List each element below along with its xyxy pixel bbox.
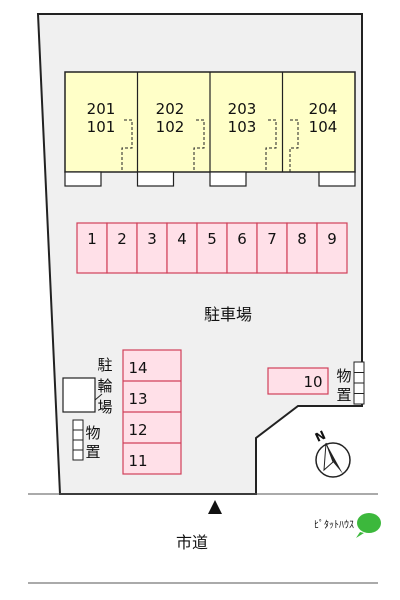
bicycle-space-label: 12	[128, 421, 147, 439]
compass-needle-icon	[326, 443, 343, 474]
bicycle-space-label: 13	[128, 390, 147, 408]
unit-201-label: 201	[87, 100, 116, 118]
parking-space	[166, 222, 198, 274]
building: 201 101 202 102 203 103 204 104	[64, 71, 356, 187]
bicycle-space-label: 14	[128, 359, 147, 377]
storage-label: 置	[336, 386, 351, 404]
waste-station	[62, 377, 96, 413]
unit-104-label: 104	[309, 118, 338, 136]
storage-label: 物	[336, 367, 351, 385]
parking-space	[196, 222, 228, 274]
parking-space	[286, 222, 318, 274]
entrance-arrow-icon	[208, 500, 222, 514]
bicycle-parking: 14 13 12 11	[122, 349, 182, 475]
bicycle-area-label: 場	[97, 398, 112, 416]
parking-space-label: 3	[147, 230, 157, 248]
parking-space	[106, 222, 138, 274]
bicycle-area-label: 駐	[97, 356, 112, 374]
unit-203-label: 203	[228, 100, 257, 118]
parking-lot-label: 駐車場	[204, 305, 252, 324]
storage-label: 物	[85, 424, 100, 442]
parking-space-label: 1	[87, 230, 97, 248]
storage-left: 物 置	[72, 419, 101, 461]
parking-space-label: 9	[327, 230, 337, 248]
brand-label: ﾋﾟﾀｯﾄﾊｳｽ	[314, 519, 354, 531]
bicycle-space-label: 11	[128, 452, 147, 470]
unit-entrance	[209, 171, 247, 187]
parking-space	[256, 222, 288, 274]
parking-space-label: 8	[297, 230, 307, 248]
parking-space-label: 4	[177, 230, 187, 248]
parking-space-10	[267, 367, 329, 395]
unit-204-label: 204	[309, 100, 338, 118]
unit-202-label: 202	[156, 100, 185, 118]
bicycle-area-label: 輪	[97, 377, 112, 395]
unit-103-label: 103	[228, 118, 257, 136]
unit-101-label: 101	[87, 118, 116, 136]
parking-space-label: 5	[207, 230, 217, 248]
parking-space-label: 2	[117, 230, 127, 248]
unit-102-label: 102	[156, 118, 185, 136]
parking-space-label: 6	[237, 230, 247, 248]
parking-space-label: 7	[267, 230, 277, 248]
storage-label: 置	[85, 443, 100, 461]
compass: N	[313, 428, 351, 478]
parking-space	[136, 222, 168, 274]
parking-space	[226, 222, 258, 274]
storage-right: 物 置	[336, 361, 365, 405]
parking-row: 1 2 3 4 5 6 7 8 9	[76, 222, 348, 274]
brand-logo-icon	[357, 513, 381, 533]
unit-entrance	[64, 171, 102, 187]
unit-entrance	[136, 171, 175, 187]
parking-space-10-label: 10	[303, 373, 322, 391]
parking-space	[316, 222, 348, 274]
compass-north-label: N	[313, 428, 328, 445]
unit-entrance	[318, 171, 356, 187]
road-label: 市道	[176, 533, 208, 552]
